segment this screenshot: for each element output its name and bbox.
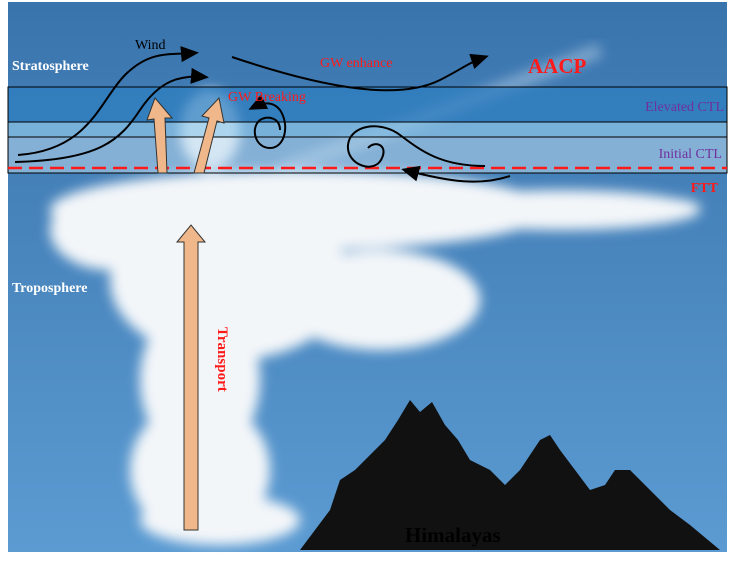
overshoot-arrow-right	[193, 96, 225, 174]
troposphere-label: Troposphere	[12, 281, 87, 296]
aacp-label: AACP	[528, 54, 586, 78]
initial-ctl-label: Initial CTL	[659, 147, 722, 162]
wind-label: Wind	[135, 38, 166, 53]
wind-arrow-upper	[17, 46, 199, 156]
gw-breaking-vortex-right	[346, 125, 486, 168]
elevated-ctl-label: Elevated CTL	[645, 100, 724, 115]
transition-band	[7, 121, 728, 138]
stratosphere-label: Stratosphere	[12, 59, 89, 74]
gw-enhance-label: GW enhance	[320, 56, 392, 71]
ftt-label: FTT	[691, 181, 719, 196]
overshoot-arrows	[146, 96, 225, 531]
wind-arrow-lower	[14, 67, 209, 163]
gw-enhance-arrow	[231, 53, 489, 92]
gw-breaking-label: GW Breaking	[228, 90, 306, 105]
gw-breaking-vortex-left	[248, 94, 287, 150]
inflow-arrow	[401, 165, 511, 183]
transport-label: Transport	[214, 327, 230, 392]
overshoot-arrow-left	[146, 97, 174, 174]
elevated-ctl-band	[7, 86, 728, 123]
himalayas-mountains-icon	[300, 400, 720, 550]
transport-arrow	[175, 224, 207, 531]
himalayas-label: Himalayas	[405, 523, 501, 547]
